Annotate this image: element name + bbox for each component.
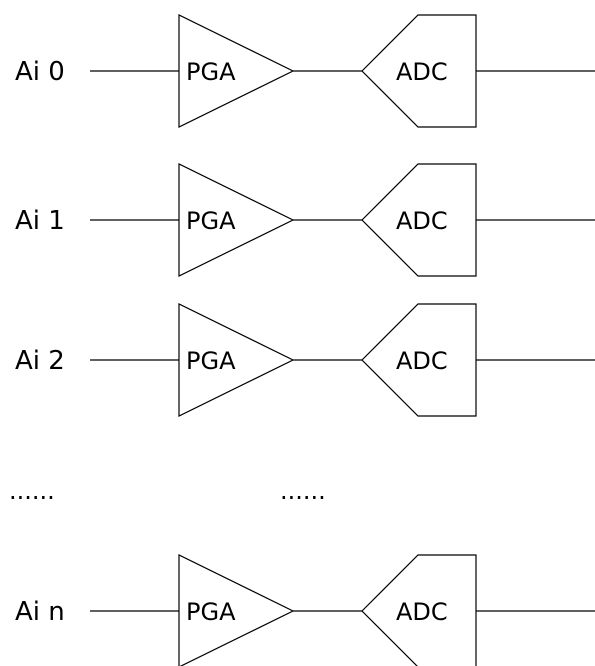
input-label: Ai 1 — [15, 206, 65, 236]
channel-row: Ai 0 PGA ADC — [15, 14, 595, 128]
pga-label: PGA — [186, 58, 236, 86]
adc-label: ADC — [396, 207, 448, 235]
adc-label: ADC — [396, 598, 448, 626]
channel-row: Ai 2 PGA ADC — [15, 303, 595, 417]
pga-label: PGA — [186, 207, 236, 235]
ellipsis-left: ...... — [9, 477, 55, 505]
pga-amplifier-triangle — [178, 14, 295, 128]
pga-amplifier-triangle — [178, 163, 295, 277]
ellipsis-middle: ...... — [280, 477, 326, 505]
channel-row: Ai n PGA ADC — [15, 554, 595, 666]
pga-amplifier-triangle — [178, 554, 295, 666]
pga-label: PGA — [186, 598, 236, 626]
adc-label: ADC — [396, 58, 448, 86]
adc-label: ADC — [396, 347, 448, 375]
channel-row: Ai 1 PGA ADC — [15, 163, 595, 277]
input-label: Ai 2 — [15, 346, 65, 376]
pga-label: PGA — [186, 347, 236, 375]
input-label: Ai 0 — [15, 57, 65, 87]
input-label: Ai n — [15, 597, 65, 627]
pga-amplifier-triangle — [178, 303, 295, 417]
